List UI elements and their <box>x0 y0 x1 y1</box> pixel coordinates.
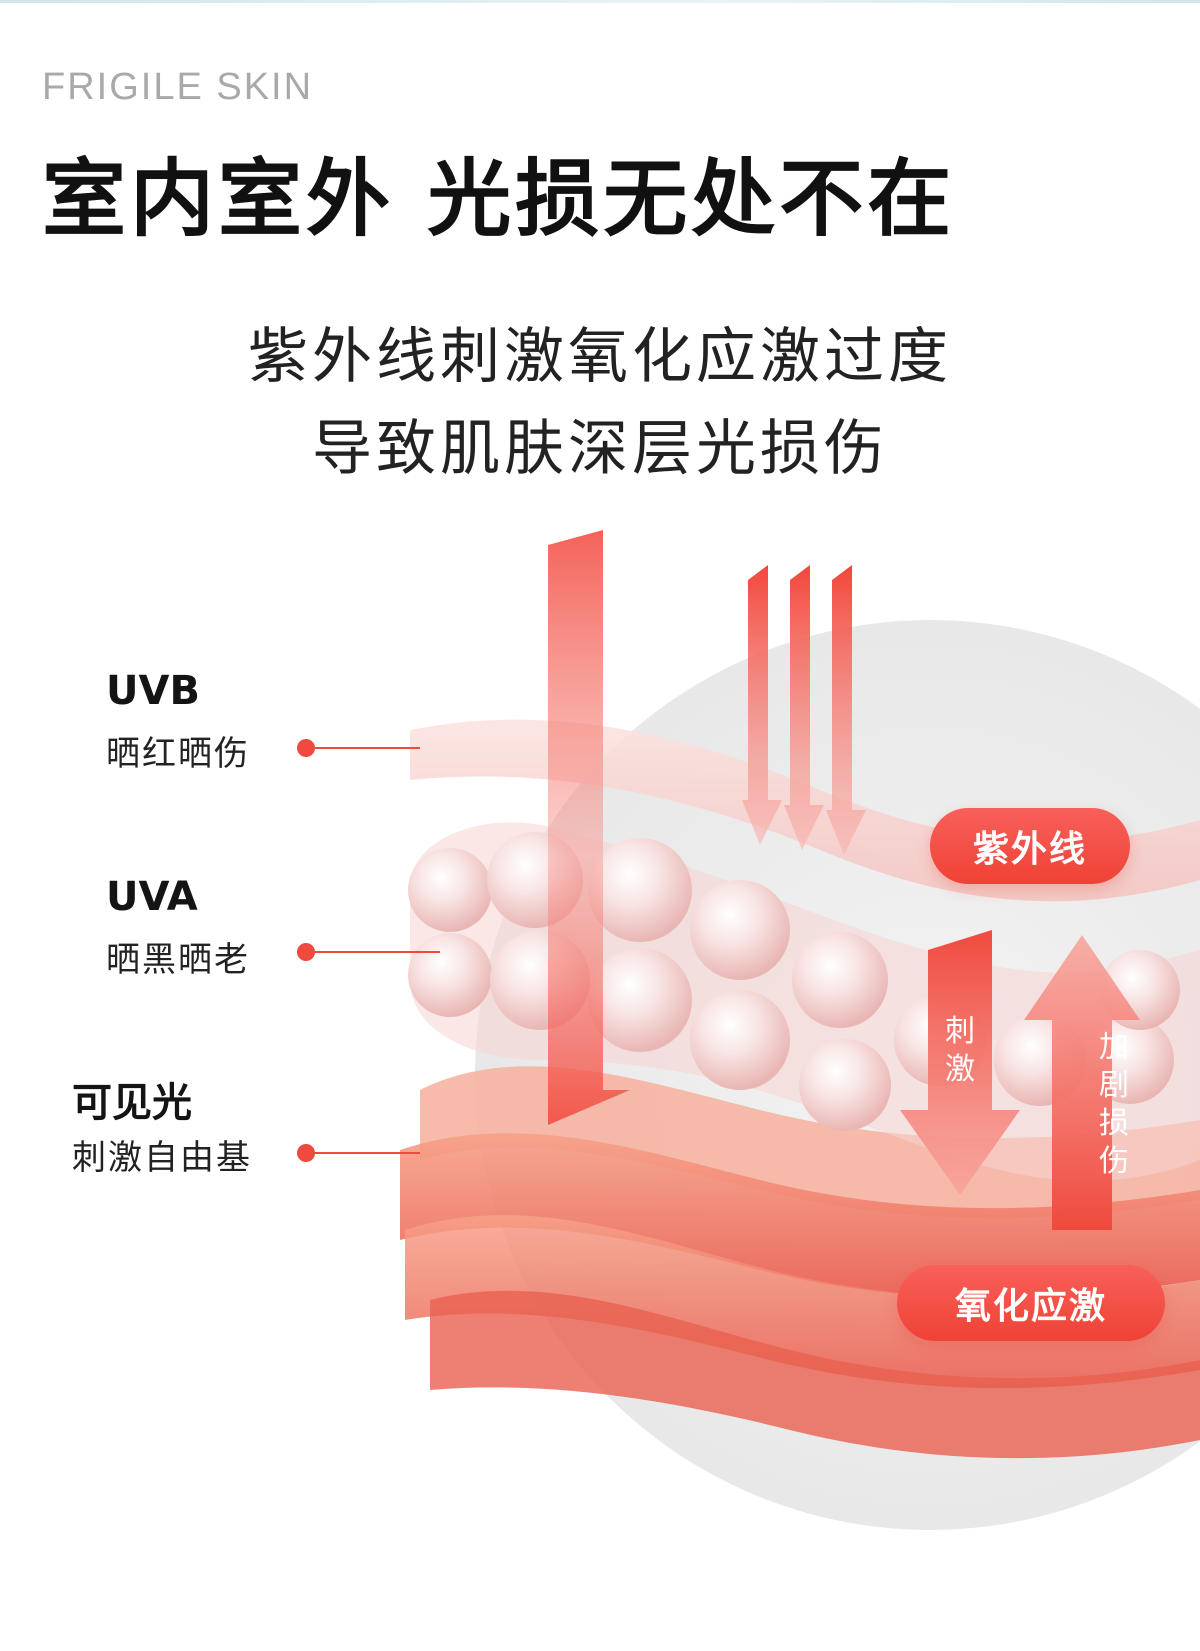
label-uva-desc: 晒黑晒老 <box>106 940 250 980</box>
uv-beam-arrow <box>548 530 630 1125</box>
cell-cluster <box>408 822 1200 1181</box>
uv-thin-arrows <box>742 565 866 855</box>
tag-oxidative-stress: 氧化应激 <box>897 1265 1165 1341</box>
stimulate-down-arrow <box>900 930 1020 1195</box>
arrow-text-stimulate: 刺激 <box>945 1014 975 1087</box>
dermis-layers <box>400 1066 1200 1459</box>
worsen-up-arrow <box>1024 935 1140 1230</box>
label-uvb-heading: UVB <box>106 668 200 714</box>
label-uvb-desc: 晒红晒伤 <box>106 734 250 774</box>
arrow-text-worsen: 加剧损伤 <box>1099 1030 1129 1179</box>
subtitle-line-2: 导致肌肤深层光损伤 <box>312 414 888 484</box>
tag-uv: 紫外线 <box>930 808 1130 884</box>
subtitle-line-1: 紫外线刺激氧化应激过度 <box>248 322 952 392</box>
label-uva-heading: UVA <box>106 874 198 920</box>
label-visible-light-heading: 可见光 <box>72 1080 192 1126</box>
label-visible-light-desc: 刺激自由基 <box>72 1138 252 1178</box>
eyebrow-text: FRIGILE SKIN <box>42 66 314 108</box>
top-accent-line <box>0 0 1200 3</box>
page-title: 室内室外 光损无处不在 <box>42 150 956 248</box>
leader-lines <box>297 739 440 1162</box>
